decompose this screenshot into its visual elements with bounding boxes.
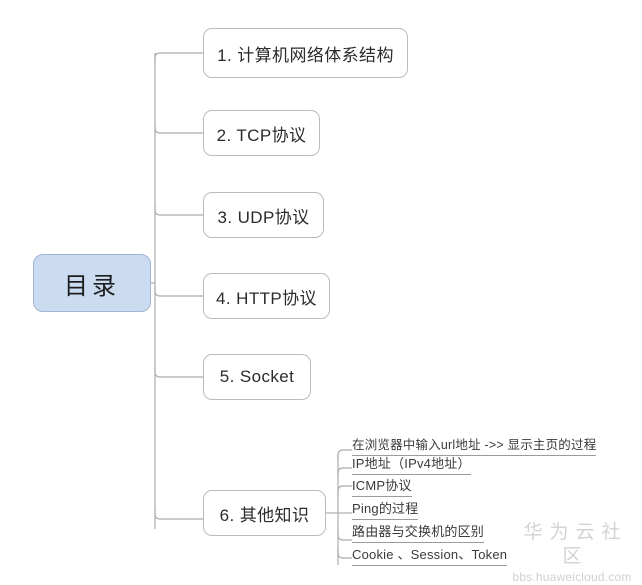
connector-branch-6 (154, 509, 203, 520)
root-node-label: 目录 (64, 272, 120, 300)
watermark-url: bbs.huaweicloud.com (512, 570, 632, 584)
branch-node-udp[interactable]: 3. UDP协议 (203, 192, 324, 238)
subitem-cookie-session-token[interactable]: Cookie 、Session、Token (352, 547, 508, 566)
subitem-ip-address[interactable]: IP地址（IPv4地址） (352, 456, 471, 475)
watermark: 华为云社区 bbs.huaweicloud.com (506, 521, 638, 585)
branch-node-other-knowledge[interactable]: 6. 其他知识 (203, 490, 326, 536)
connector-sub-3 (337, 485, 352, 496)
connector-branch-1 (154, 52, 203, 63)
connector-sub-2 (337, 467, 352, 478)
branch-node-label: 4. HTTP协议 (216, 288, 317, 308)
branch-node-http[interactable]: 4. HTTP协议 (203, 273, 330, 319)
subitem-ping-process[interactable]: Ping的过程 (352, 501, 419, 520)
branch-node-label: 3. UDP协议 (217, 207, 310, 227)
branch-node-label: 2. TCP协议 (216, 125, 307, 145)
connector-sub-1 (337, 449, 352, 460)
branch-node-label: 6. 其他知识 (219, 505, 310, 525)
subitem-icmp-protocol[interactable]: ICMP协议 (352, 478, 412, 497)
subitem-url-to-page-process[interactable]: 在浏览器中输入url地址 ->> 显示主页的过程 (352, 437, 597, 456)
root-node-contents[interactable]: 目录 (33, 254, 151, 312)
branch-node-tcp[interactable]: 2. TCP协议 (203, 110, 320, 156)
subitem-router-vs-switch[interactable]: 路由器与交换机的区别 (352, 524, 485, 543)
connector-branch-5 (154, 367, 203, 378)
connector-branch-3 (154, 205, 203, 216)
branch-node-network-architecture[interactable]: 1. 计算机网络体系结构 (203, 28, 408, 78)
branch-node-socket[interactable]: 5. Socket (203, 354, 311, 400)
connector-branch-4 (154, 286, 203, 297)
branch-node-label: 1. 计算机网络体系结构 (217, 45, 394, 65)
connector-sub-5 (337, 530, 352, 541)
watermark-brand: 华为云社区 (523, 522, 628, 567)
connector-sub-6 (337, 548, 352, 559)
connector-branch-2 (154, 123, 203, 134)
branch-node-label: 5. Socket (219, 367, 295, 386)
